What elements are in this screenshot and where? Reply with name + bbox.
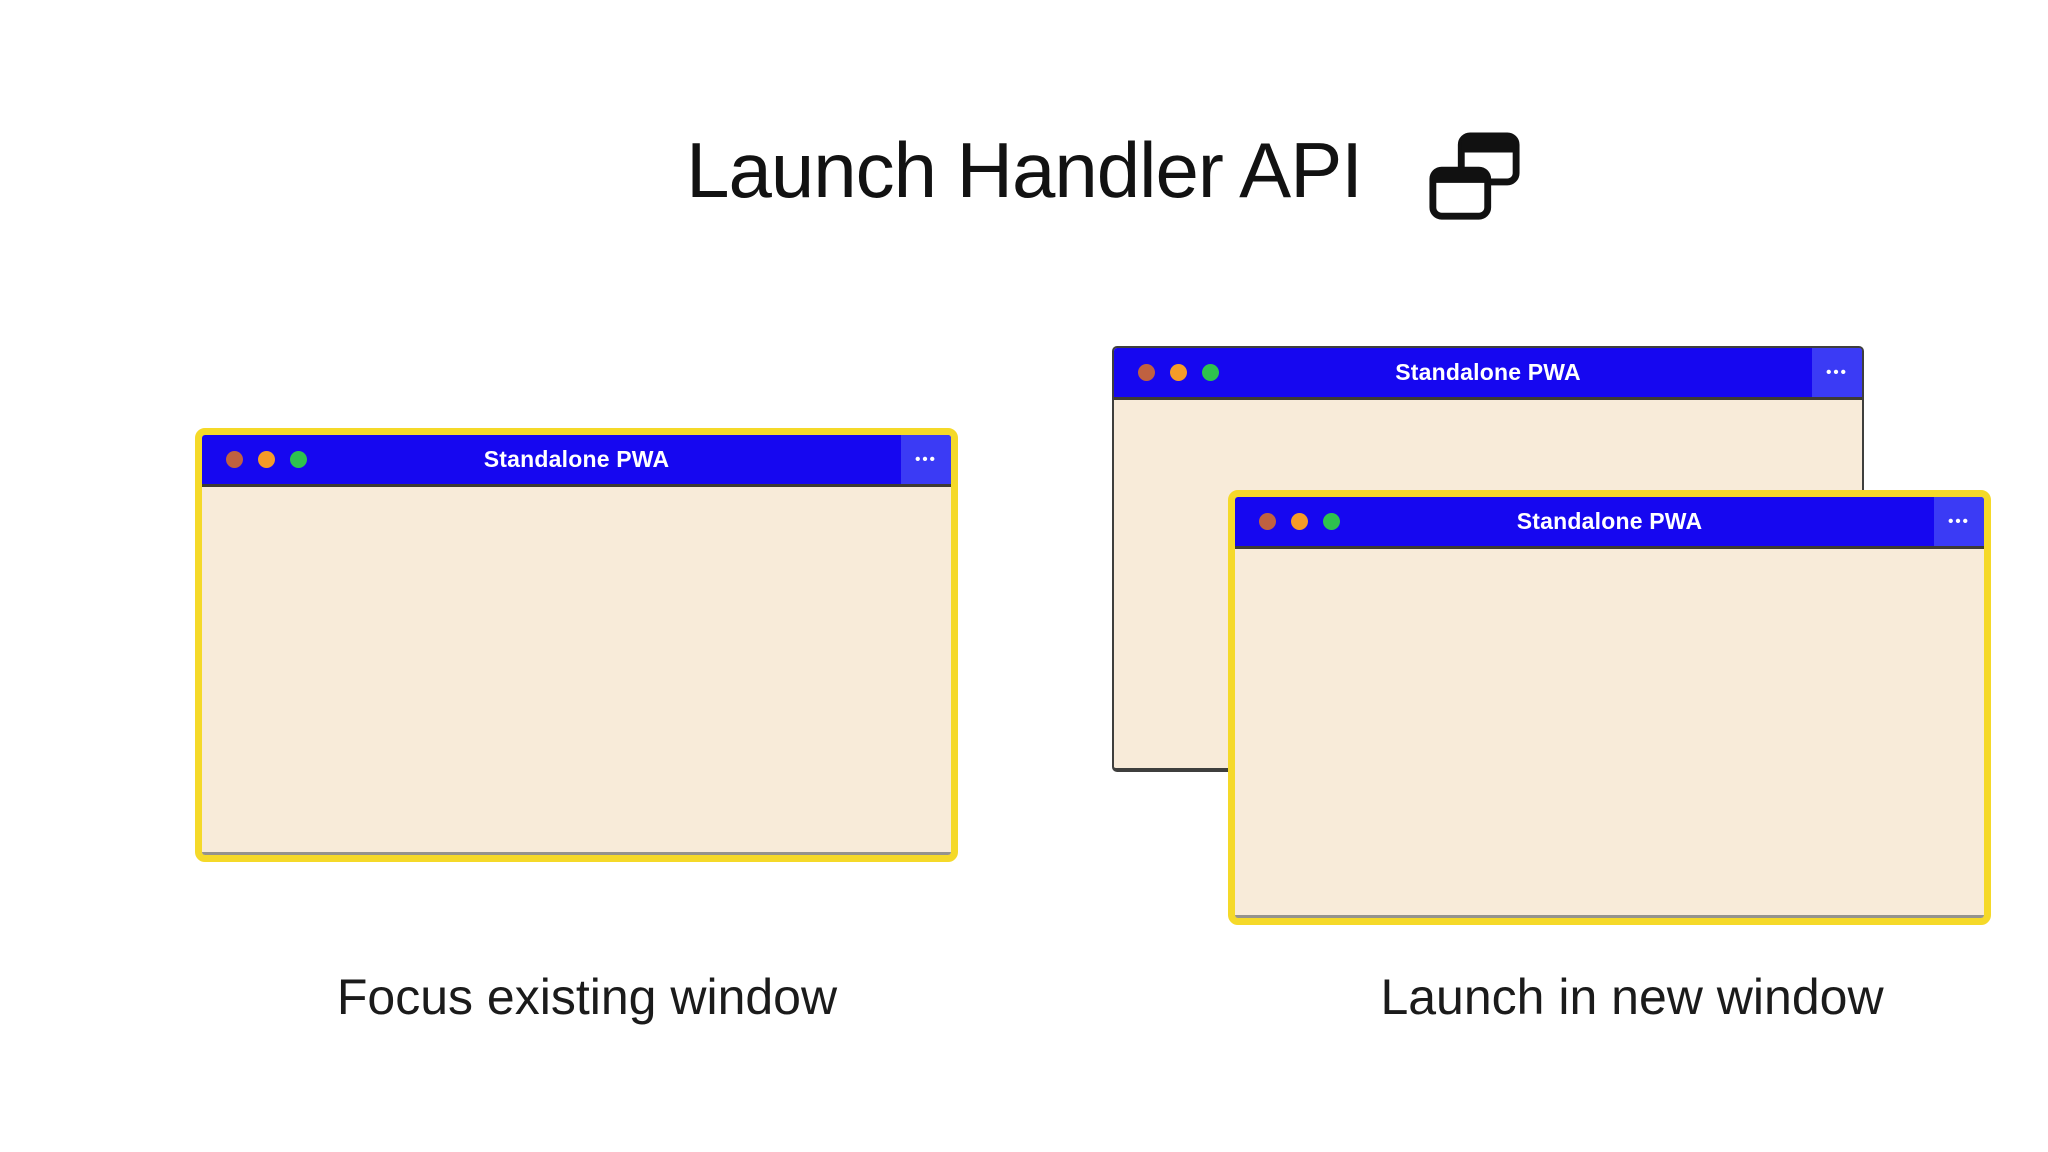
- maximize-button[interactable]: [1323, 513, 1340, 530]
- window-content: [1235, 549, 1984, 915]
- window-titlebar[interactable]: Standalone PWA •••: [1235, 497, 1984, 549]
- window-frame: Standalone PWA •••: [1235, 497, 1984, 918]
- minimize-button[interactable]: [258, 451, 275, 468]
- pwa-window-new: Standalone PWA •••: [1228, 490, 1991, 925]
- overflow-menu-button[interactable]: •••: [901, 435, 951, 484]
- overflow-menu-button[interactable]: •••: [1934, 497, 1984, 546]
- window-title: Standalone PWA: [1395, 359, 1581, 385]
- traffic-light-buttons: [1138, 364, 1219, 381]
- window-title: Standalone PWA: [1516, 508, 1703, 534]
- traffic-light-buttons: [226, 451, 307, 468]
- caption-focus-existing: Focus existing window: [336, 969, 838, 1025]
- traffic-light-buttons: [1259, 513, 1340, 530]
- maximize-button[interactable]: [1202, 364, 1219, 381]
- overlapping-windows-icon: [1429, 132, 1520, 220]
- maximize-button[interactable]: [290, 451, 307, 468]
- close-button[interactable]: [226, 451, 243, 468]
- page-title: Launch Handler API: [686, 126, 1363, 214]
- ellipsis-icon: •••: [915, 451, 937, 468]
- overflow-menu-button[interactable]: •••: [1812, 348, 1862, 397]
- minimize-button[interactable]: [1170, 364, 1187, 381]
- ellipsis-icon: •••: [1948, 513, 1970, 530]
- window-content: [202, 487, 951, 852]
- minimize-button[interactable]: [1291, 513, 1308, 530]
- close-button[interactable]: [1259, 513, 1276, 530]
- caption-launch-new: Launch in new window: [1380, 969, 1884, 1025]
- window-titlebar[interactable]: Standalone PWA •••: [202, 435, 951, 487]
- close-button[interactable]: [1138, 364, 1155, 381]
- window-titlebar[interactable]: Standalone PWA •••: [1114, 348, 1862, 400]
- pwa-window-existing: Standalone PWA •••: [195, 428, 958, 862]
- window-frame: Standalone PWA •••: [202, 435, 951, 855]
- ellipsis-icon: •••: [1826, 364, 1848, 381]
- window-title: Standalone PWA: [483, 446, 670, 472]
